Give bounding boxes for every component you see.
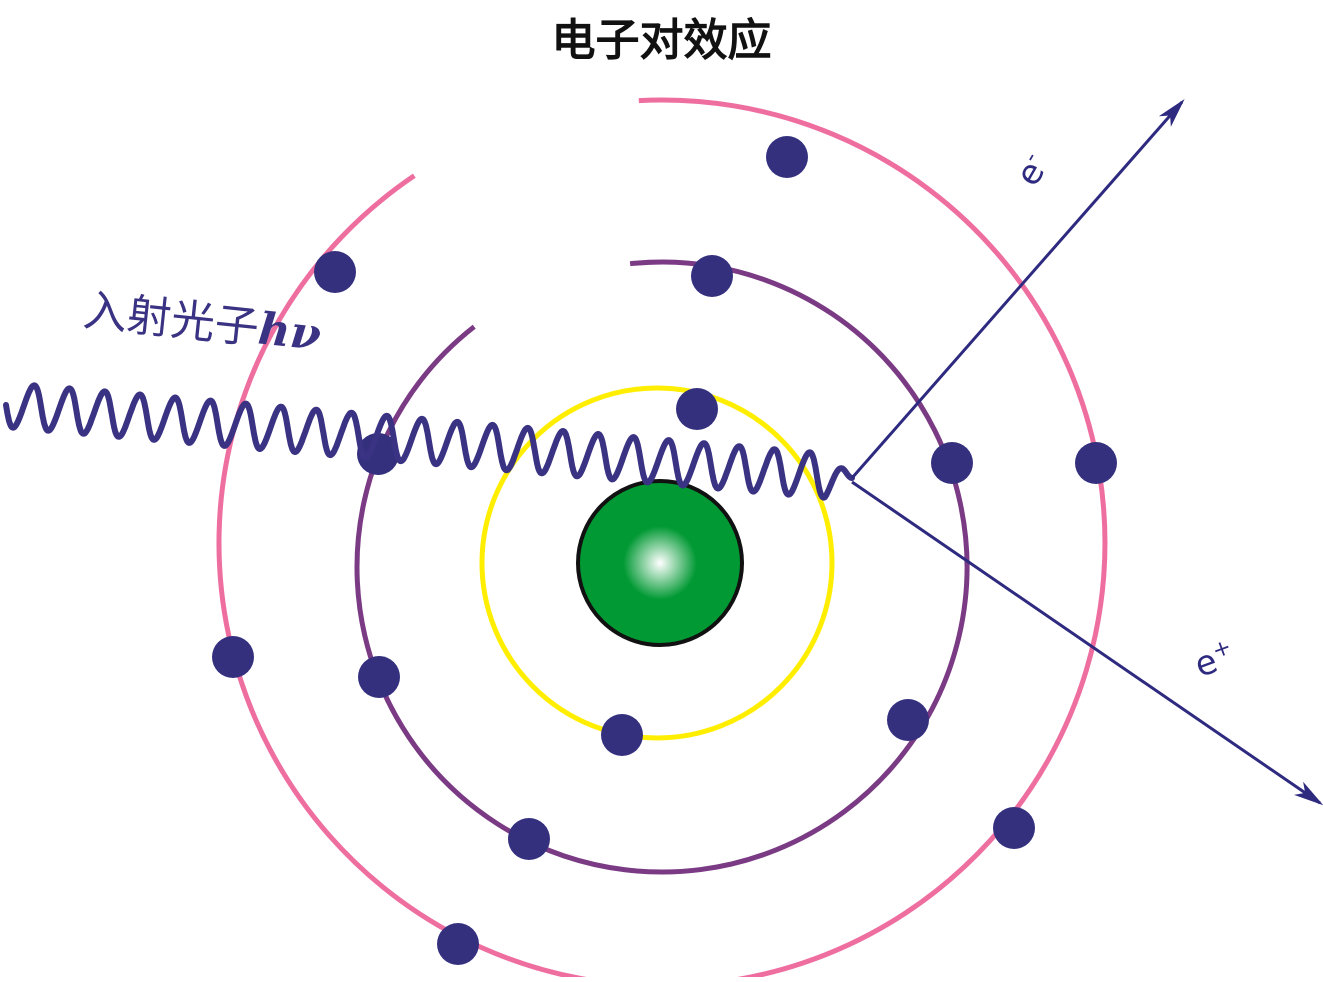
- outer-shell-orbit: [216, 97, 1108, 982]
- middle-shell-orbit: [354, 259, 970, 875]
- electron-dot: [508, 818, 550, 860]
- electron-dot: [437, 923, 479, 965]
- electron-dot: [357, 433, 399, 475]
- electron-track-arrow: [850, 98, 1185, 479]
- incident-photon-wave: [3, 382, 855, 501]
- electron-dot: [358, 656, 400, 698]
- nucleus: [576, 479, 744, 647]
- diagram-title: 电子对效应: [551, 15, 772, 66]
- inner-shell-orbit: [479, 385, 835, 741]
- electron-dot: [601, 714, 643, 756]
- electron-group: [212, 136, 1117, 965]
- photon-symbol: hν: [255, 303, 324, 361]
- positron-track-arrow: [851, 480, 1323, 806]
- electron-dot: [887, 699, 929, 741]
- electron-dot: [676, 388, 718, 430]
- electron-dot: [931, 442, 973, 484]
- electron-dot: [212, 636, 254, 678]
- electron-dot: [314, 251, 356, 293]
- electron-dot: [766, 136, 808, 178]
- electron-dot: [1075, 442, 1117, 484]
- electron-dot: [691, 255, 733, 297]
- electron-dot: [993, 807, 1035, 849]
